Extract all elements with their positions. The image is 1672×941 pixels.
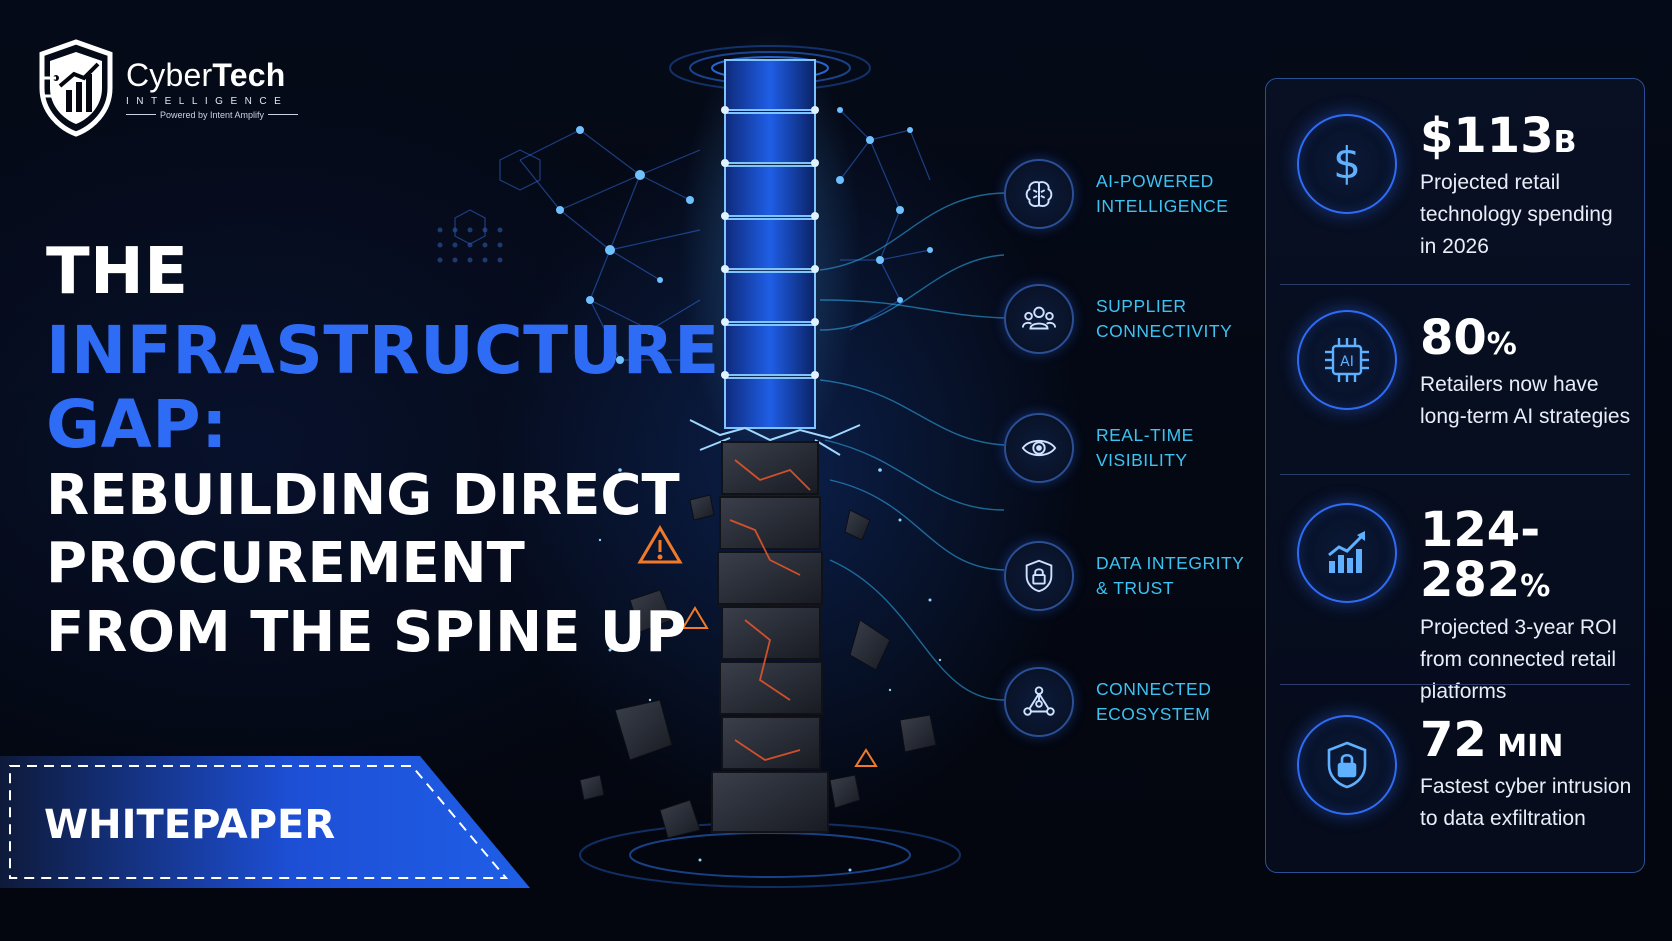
feature-connectors — [819, 192, 1005, 701]
feature-label-line2: ECOSYSTEM — [1096, 704, 1211, 724]
feature-label-line2: INTELLIGENCE — [1096, 196, 1229, 216]
divider — [1280, 474, 1630, 475]
warning-triangle-small-icon — [681, 606, 878, 767]
dollar-icon: $ — [1297, 114, 1397, 214]
feature-label-line1: CONNECTED — [1096, 678, 1212, 699]
stat-value: 72 MIN — [1420, 712, 1564, 768]
stat-value: 124-282% — [1420, 502, 1551, 609]
feature-connected-ecosystem: CONNECTED ECOSYSTEM — [1004, 667, 1256, 737]
headline: THE INFRASTRUCTURE GAP: REBUILDING DIREC… — [46, 240, 720, 667]
headline-line-2: INFRASTRUCTURE — [46, 312, 720, 389]
brand-name: CyberTech — [126, 56, 286, 93]
brand-subtitle: INTELLIGENCE — [126, 95, 289, 107]
brand-powered: Powered by Intent Amplify — [126, 110, 299, 120]
divider — [1280, 284, 1630, 285]
headline-line-4: REBUILDING DIRECT — [46, 463, 680, 528]
spine-node-dots — [721, 106, 819, 379]
whitepaper-ribbon — [0, 756, 530, 888]
feature-supplier-connectivity: SUPPLIER CONNECTIVITY — [1004, 284, 1256, 354]
whitepaper-label: WHITEPAPER — [44, 802, 336, 848]
stat-value: $113B — [1420, 108, 1577, 164]
dot-grid — [437, 227, 503, 263]
spine-cracks — [729, 459, 811, 761]
spine-rock-blocks — [711, 441, 829, 833]
feature-label-line2: & TRUST — [1096, 578, 1175, 598]
people-icon — [1004, 284, 1074, 354]
shield-lock-icon — [1297, 715, 1397, 815]
sparkle-particles — [598, 468, 942, 872]
divider — [1280, 684, 1630, 685]
feature-label-line1: DATA INTEGRITY — [1096, 552, 1245, 573]
feature-label-line1: REAL-TIME — [1096, 424, 1194, 445]
feature-real-time-visibility: REAL-TIME VISIBILITY — [1004, 413, 1256, 483]
ai-chip-label: AI — [1340, 354, 1354, 370]
headline-line-1: THE — [46, 235, 189, 309]
spine-blue-blocks — [724, 59, 816, 429]
brand-logo[interactable]: CyberTech INTELLIGENCE Powered by Intent… — [36, 38, 299, 138]
shield-lock-icon — [1004, 541, 1074, 611]
shield-logo-icon — [39, 39, 113, 137]
headline-line-5: PROCUREMENT — [46, 531, 525, 597]
headline-line-3: GAP: — [46, 386, 229, 463]
dollar-glyph: $ — [1333, 138, 1361, 189]
debris — [579, 494, 937, 839]
feature-data-integrity: DATA INTEGRITY & TRUST — [1004, 541, 1256, 611]
headline-line-6: FROM THE SPINE UP — [46, 599, 687, 665]
feature-label-line2: CONNECTIVITY — [1096, 321, 1233, 341]
eye-icon — [1004, 413, 1074, 483]
feature-label-line2: VISIBILITY — [1096, 450, 1188, 470]
ai-chip-icon: AI — [1297, 310, 1397, 410]
stat-value: 80% — [1420, 310, 1517, 366]
feature-label-line1: AI-POWERED — [1096, 170, 1214, 191]
feature-label-line1: SUPPLIER — [1096, 295, 1187, 316]
brain-icon — [1004, 159, 1074, 229]
fracture-lightning — [689, 419, 861, 456]
network-nodes-left — [556, 126, 694, 364]
feature-ai-powered: AI-POWERED INTELLIGENCE — [1004, 159, 1256, 229]
warning-triangle-icon — [637, 525, 683, 564]
growth-chart-icon — [1297, 503, 1397, 603]
network-icon — [1004, 667, 1074, 737]
